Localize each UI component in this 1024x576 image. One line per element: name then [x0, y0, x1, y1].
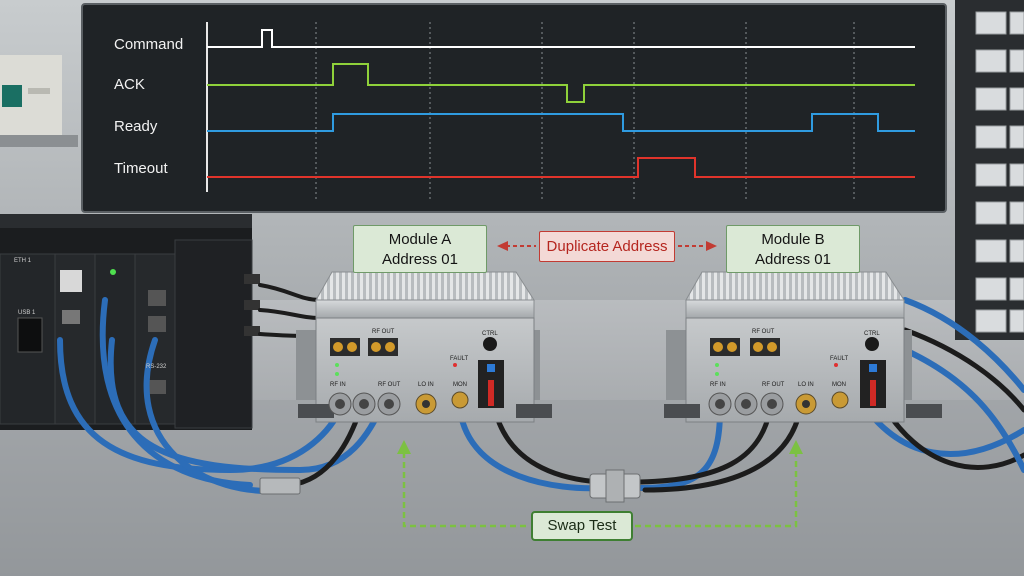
parts-cabinet [955, 0, 1024, 340]
module-b-rf-in-label: RF IN [710, 382, 726, 388]
timing-diagram-panel [81, 3, 947, 213]
ready-trace [207, 113, 915, 132]
swap-test-path [402, 452, 798, 528]
module-b-ctrl-label: CTRL [864, 331, 880, 337]
controller-rack [0, 214, 260, 430]
swap-test-label: Swap Test [531, 511, 633, 541]
rack-rs232-label: RS-232 [146, 364, 167, 370]
module-a-address: Address 01 [382, 251, 458, 268]
module-b-rf-out-label: RF OUT [752, 329, 775, 335]
signal-label-ready: Ready [114, 118, 158, 135]
coax-adapter-left [259, 477, 301, 495]
swap-arrow-right-icon [789, 440, 803, 454]
ack-trace [207, 63, 915, 103]
module-a-label: Module A Address 01 [353, 225, 487, 273]
module-b-label: Module B Address 01 [726, 225, 860, 273]
module-a-name: Module A [388, 231, 452, 248]
module-a-rf-out-label: RF OUT [372, 329, 395, 335]
module-a-ctrl-label: CTRL [482, 331, 498, 337]
module-a-lo-in-label: LO IN [418, 382, 434, 388]
signal-label-command: Command [114, 36, 184, 53]
module-b-fault-label: FAULT [830, 356, 849, 362]
duplicate-address-arrows [497, 241, 717, 251]
rack-usb-label: USB 1 [18, 310, 36, 316]
module-b-lo-in-label: LO IN [798, 382, 814, 388]
module-b-rf-out2-label: RF OUT [762, 382, 785, 388]
timeout-trace [207, 157, 915, 178]
coax-adapter-center [589, 469, 641, 503]
module-a-mon-label: MON [453, 382, 467, 388]
cables [57, 283, 1024, 495]
module-b-address: Address 01 [755, 251, 831, 268]
module-b-name: Module B [761, 231, 825, 248]
signal-label-ack: ACK [114, 76, 145, 93]
module-a-rf-in-label: RF IN [330, 382, 346, 388]
module-b-mon-label: MON [832, 382, 846, 388]
module-a-fault-label: FAULT [450, 356, 469, 362]
module-a-rf-out2-label: RF OUT [378, 382, 401, 388]
module-b-device [664, 271, 942, 423]
command-trace [207, 29, 915, 48]
signal-label-timeout: Timeout [114, 160, 168, 177]
rack-eth-label: ETH 1 [14, 258, 32, 264]
swap-arrow-left-icon [397, 440, 411, 454]
bench-instrument [0, 55, 78, 147]
module-a-device [296, 271, 552, 423]
duplicate-address-label: Duplicate Address [539, 231, 675, 262]
